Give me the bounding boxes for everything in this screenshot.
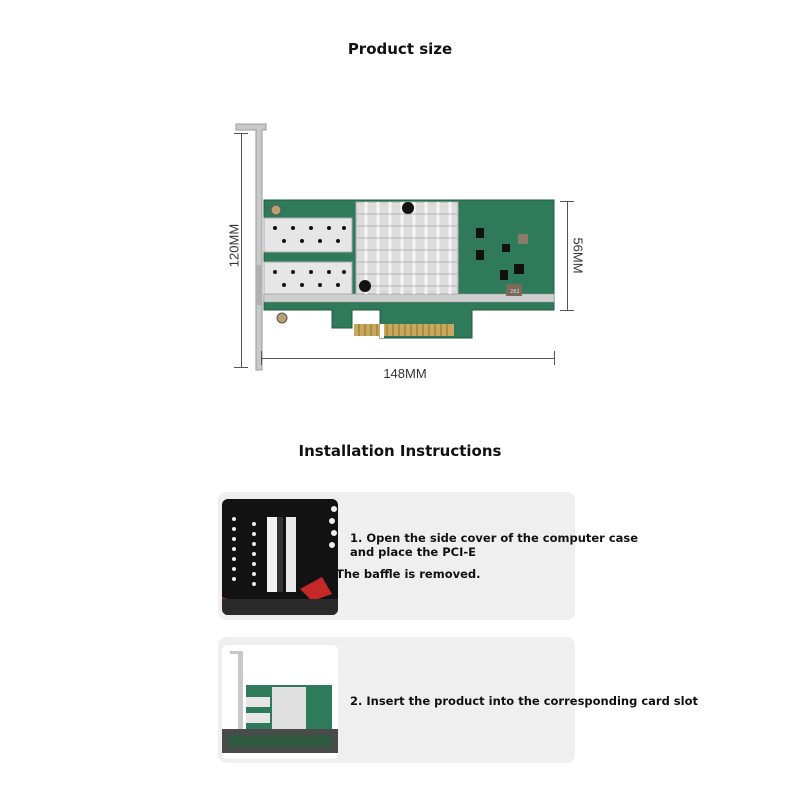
dim-tick — [234, 367, 248, 368]
step-card-2: 2. Insert the product into the correspon… — [218, 637, 698, 763]
dim-line-card-height — [567, 201, 568, 310]
dim-tick — [554, 351, 555, 365]
card-height-dimension-label: 56MM — [570, 237, 586, 274]
step-2-text: 2. Insert the product into the correspon… — [350, 694, 698, 708]
card-installed-photo — [222, 645, 338, 759]
dim-tick — [560, 310, 574, 311]
step-1-text-line-3: The baffle is removed. — [336, 567, 481, 581]
dim-line-width — [261, 358, 555, 359]
svg-text:282: 282 — [510, 289, 520, 295]
product-diagram: 120MM — [227, 123, 586, 381]
step-1-text-line-1: 1. Open the side cover of the computer c… — [350, 531, 639, 545]
network-card-pcb: 282 — [263, 199, 555, 339]
pci-bracket — [235, 123, 267, 371]
step-1-text-line-2: and place the PCI-E — [350, 545, 477, 559]
step-card-1: 1. Open the side cover of the computer c… — [218, 492, 638, 620]
width-dimension-label: 148MM — [383, 366, 427, 381]
product-size-title: Product size — [347, 40, 453, 58]
computer-case-photo — [222, 499, 338, 615]
dim-line-height — [241, 133, 242, 367]
installation-title: Installation Instructions — [298, 442, 502, 460]
